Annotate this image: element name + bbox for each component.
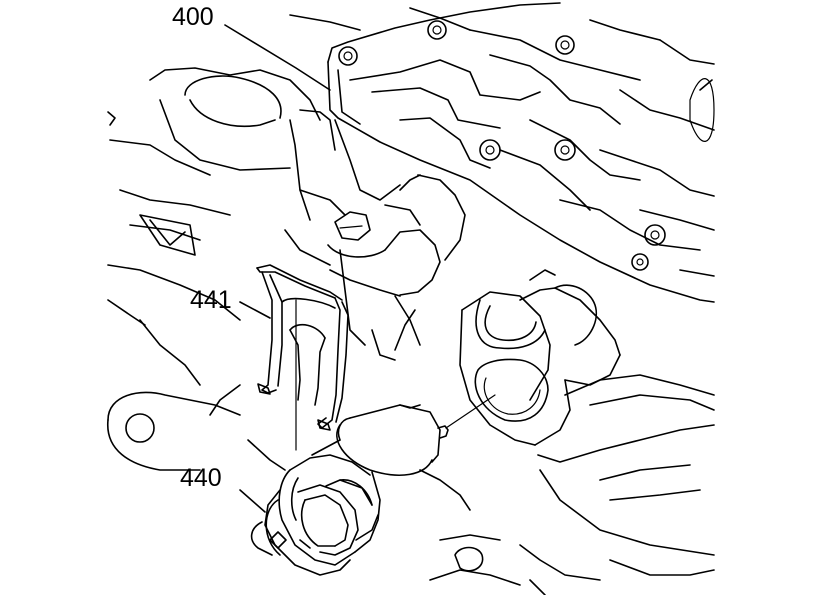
- install-path-sensor: [445, 394, 496, 429]
- leader-400: [224, 24, 331, 91]
- bolt-fitting: [327, 174, 466, 346]
- callout-441: 441: [190, 286, 232, 314]
- valve-body: [289, 2, 715, 303]
- sensor-bore-housing: [459, 269, 621, 446]
- speed-sensor: [250, 404, 449, 576]
- transmission-case: [107, 67, 416, 386]
- retainer-clip: [256, 264, 349, 431]
- callout-400: 400: [172, 3, 214, 31]
- leader-440: [239, 489, 266, 513]
- callout-440: 440: [180, 464, 222, 492]
- leader-441: [239, 301, 271, 319]
- lower-casting: [419, 374, 715, 595]
- leader-lines: [224, 24, 496, 513]
- case-mounting-boss: [107, 384, 286, 471]
